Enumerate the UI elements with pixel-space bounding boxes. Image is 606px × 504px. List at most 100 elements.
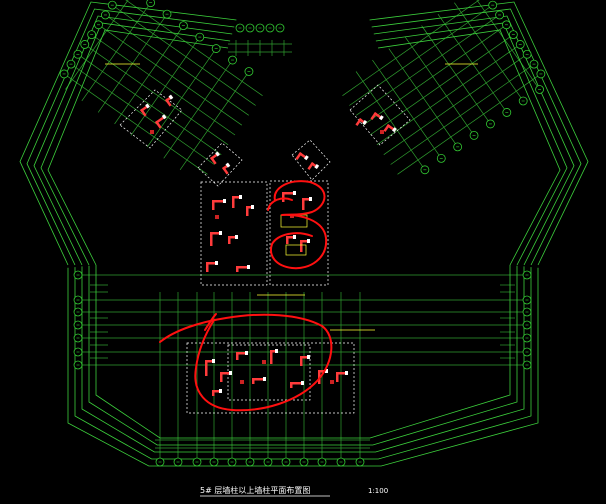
column-mark <box>379 115 384 121</box>
wall-column <box>155 114 167 129</box>
left-wing-axis-line <box>125 0 263 96</box>
wall-column <box>210 151 220 165</box>
left-wing-cross-line <box>179 71 250 171</box>
wall-segment <box>300 240 310 243</box>
wall-segment <box>290 382 293 388</box>
wall-segment <box>246 206 249 216</box>
building-outline-right <box>377 29 561 266</box>
left-wing-axis-line <box>84 44 229 146</box>
hatched-column <box>330 380 334 384</box>
wall-segment <box>222 166 229 175</box>
wall-segment <box>205 360 215 363</box>
wall-column <box>222 162 231 175</box>
wall-segment <box>300 356 310 359</box>
wall-segment <box>210 232 222 235</box>
markup-scribble-upper <box>270 180 328 270</box>
wall-segment <box>212 390 222 393</box>
wall-segment <box>286 236 296 239</box>
wall-column <box>295 152 309 161</box>
markup-loop-lower <box>159 313 333 412</box>
wall-segment <box>232 196 235 208</box>
column-mark <box>263 377 266 381</box>
drawing-scale: 1:100 <box>368 487 388 495</box>
wall-segment <box>318 370 328 373</box>
detail-frame-right-wing <box>349 84 411 146</box>
column-mark <box>345 371 348 375</box>
building-outline-left <box>33 15 233 266</box>
hatched-column <box>262 360 266 364</box>
wall-segment <box>236 266 239 272</box>
building-outline-left <box>47 29 229 266</box>
detail-frame <box>227 344 311 401</box>
drawing-title: 5# 层墙柱以上墙柱平面布置图 <box>200 485 310 495</box>
wall-segment <box>270 350 278 353</box>
building-outline-right <box>375 22 568 266</box>
wall-segment <box>246 206 254 209</box>
left-wing-cross-line <box>65 0 129 90</box>
column-mark <box>247 265 250 269</box>
wall-segment <box>228 236 238 239</box>
left-wing-axis-line <box>70 63 215 165</box>
wall-segment <box>212 390 215 396</box>
wall-segment <box>206 262 209 272</box>
markup-stroke <box>267 197 293 211</box>
wall-segment <box>205 360 208 376</box>
left-wing-cross-line <box>114 25 184 125</box>
column-mark <box>219 389 222 393</box>
right-wing-cross-line <box>454 2 524 102</box>
left-wing-axis-line <box>63 73 208 175</box>
wall-column <box>165 94 174 107</box>
left-wing-axis-line <box>105 14 249 116</box>
wall-column <box>206 261 218 272</box>
wall-column <box>370 112 384 121</box>
highlight-box <box>285 244 307 256</box>
wall-segment <box>252 378 255 384</box>
wall-segment <box>210 232 213 246</box>
wall-segment <box>300 356 303 366</box>
column-mark <box>309 197 312 201</box>
column-mark <box>362 120 368 126</box>
wall-column <box>270 349 278 364</box>
column-mark <box>168 94 174 100</box>
left-wing-axis-line <box>112 4 256 106</box>
column-mark <box>215 151 220 157</box>
grid-lines <box>63 0 542 462</box>
wall-segment <box>307 162 315 170</box>
wall-segment <box>210 156 217 165</box>
wall-segment <box>270 350 273 364</box>
wall-column <box>282 191 296 202</box>
left-wing-axis-line <box>77 53 222 155</box>
wall-column <box>212 389 222 396</box>
hatched-column <box>215 215 219 219</box>
wall-segment <box>370 112 378 120</box>
building-outline-right <box>371 8 582 266</box>
wall-segment <box>206 262 218 265</box>
wall-column <box>355 118 368 126</box>
wall-column <box>300 239 310 252</box>
wall-column <box>383 124 397 133</box>
column-mark <box>145 103 150 109</box>
wall-segment <box>252 378 266 381</box>
wall-column <box>236 265 250 272</box>
right-wing-axis-line <box>390 63 535 165</box>
right-wing-axis-line <box>349 4 493 106</box>
column-mark <box>245 351 248 355</box>
building-outline-left <box>26 8 235 266</box>
right-wing-axis-line <box>369 34 514 136</box>
building-outline-left <box>19 1 237 266</box>
detail-frames <box>105 63 478 414</box>
detail-frame <box>186 342 355 414</box>
building-outline-bottom <box>88 265 518 446</box>
wall-segment <box>155 120 162 129</box>
wall-segment <box>302 198 312 201</box>
right-wing-axis-line <box>362 24 507 126</box>
axis-bubble <box>146 0 156 8</box>
markup-stroke <box>204 313 217 331</box>
right-wing-cross-line <box>355 71 426 171</box>
wall-column <box>246 205 254 216</box>
wall-segment <box>220 372 223 382</box>
right-wing-cross-line <box>476 0 540 90</box>
detail-frame-right-joint <box>291 139 331 181</box>
wall-segment <box>228 236 231 244</box>
